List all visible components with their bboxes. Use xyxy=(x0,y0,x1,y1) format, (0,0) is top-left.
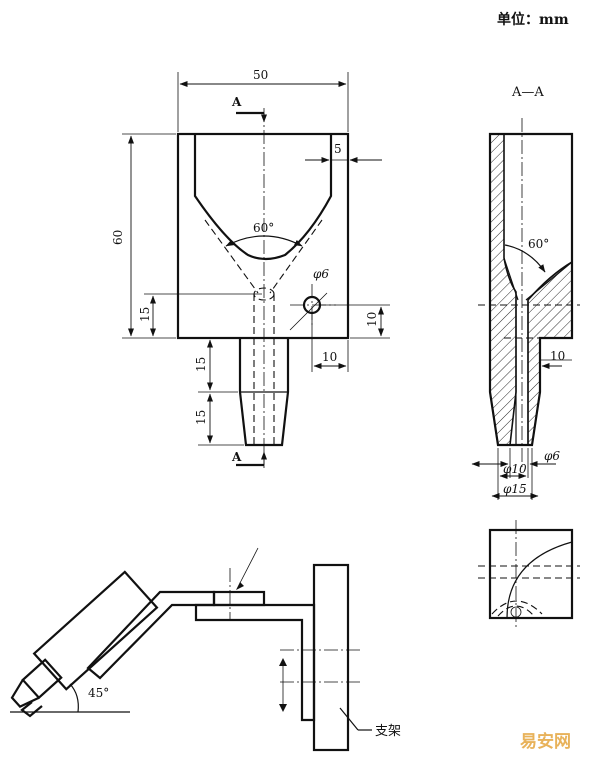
unit-label: 单位：mm xyxy=(497,11,569,28)
dim-angle-front: 60° xyxy=(253,221,274,235)
dim-phi10: φ10 xyxy=(503,462,527,476)
dim-15-left: 15 xyxy=(138,307,152,322)
dim-10-offset: 10 xyxy=(322,350,337,364)
section-view: A—A 60° 10 φ6 φ10 φ15 xyxy=(471,85,580,500)
section-mark-bottom: A xyxy=(231,450,242,464)
dim-phi6-front: φ6 xyxy=(313,267,329,281)
section-mark-top: A xyxy=(231,95,242,109)
dim-phi6-section: φ6 xyxy=(544,449,560,463)
dim-60: 60 xyxy=(111,230,125,245)
dim-5: 5 xyxy=(334,142,342,156)
dim-phi15: φ15 xyxy=(503,482,527,496)
front-view: φ6 A A 50 60 5 60° 15 10 xyxy=(111,68,390,468)
dim-angle-section: 60° xyxy=(528,237,549,251)
section-label: A—A xyxy=(511,85,544,100)
dim-15-nozzle-upper: 15 xyxy=(194,357,208,372)
dim-10-right: 10 xyxy=(365,312,379,327)
side-view-small xyxy=(478,520,580,628)
dim-10-section: 10 xyxy=(550,349,565,363)
bracket-label: 支架 xyxy=(375,724,401,739)
dim-15-nozzle-lower: 15 xyxy=(194,410,208,425)
assembly-view: 45° 支架 xyxy=(10,547,401,752)
dim-50: 50 xyxy=(253,68,268,82)
watermark: 易安网 xyxy=(520,731,571,752)
dim-assembly-angle: 45° xyxy=(88,686,109,700)
